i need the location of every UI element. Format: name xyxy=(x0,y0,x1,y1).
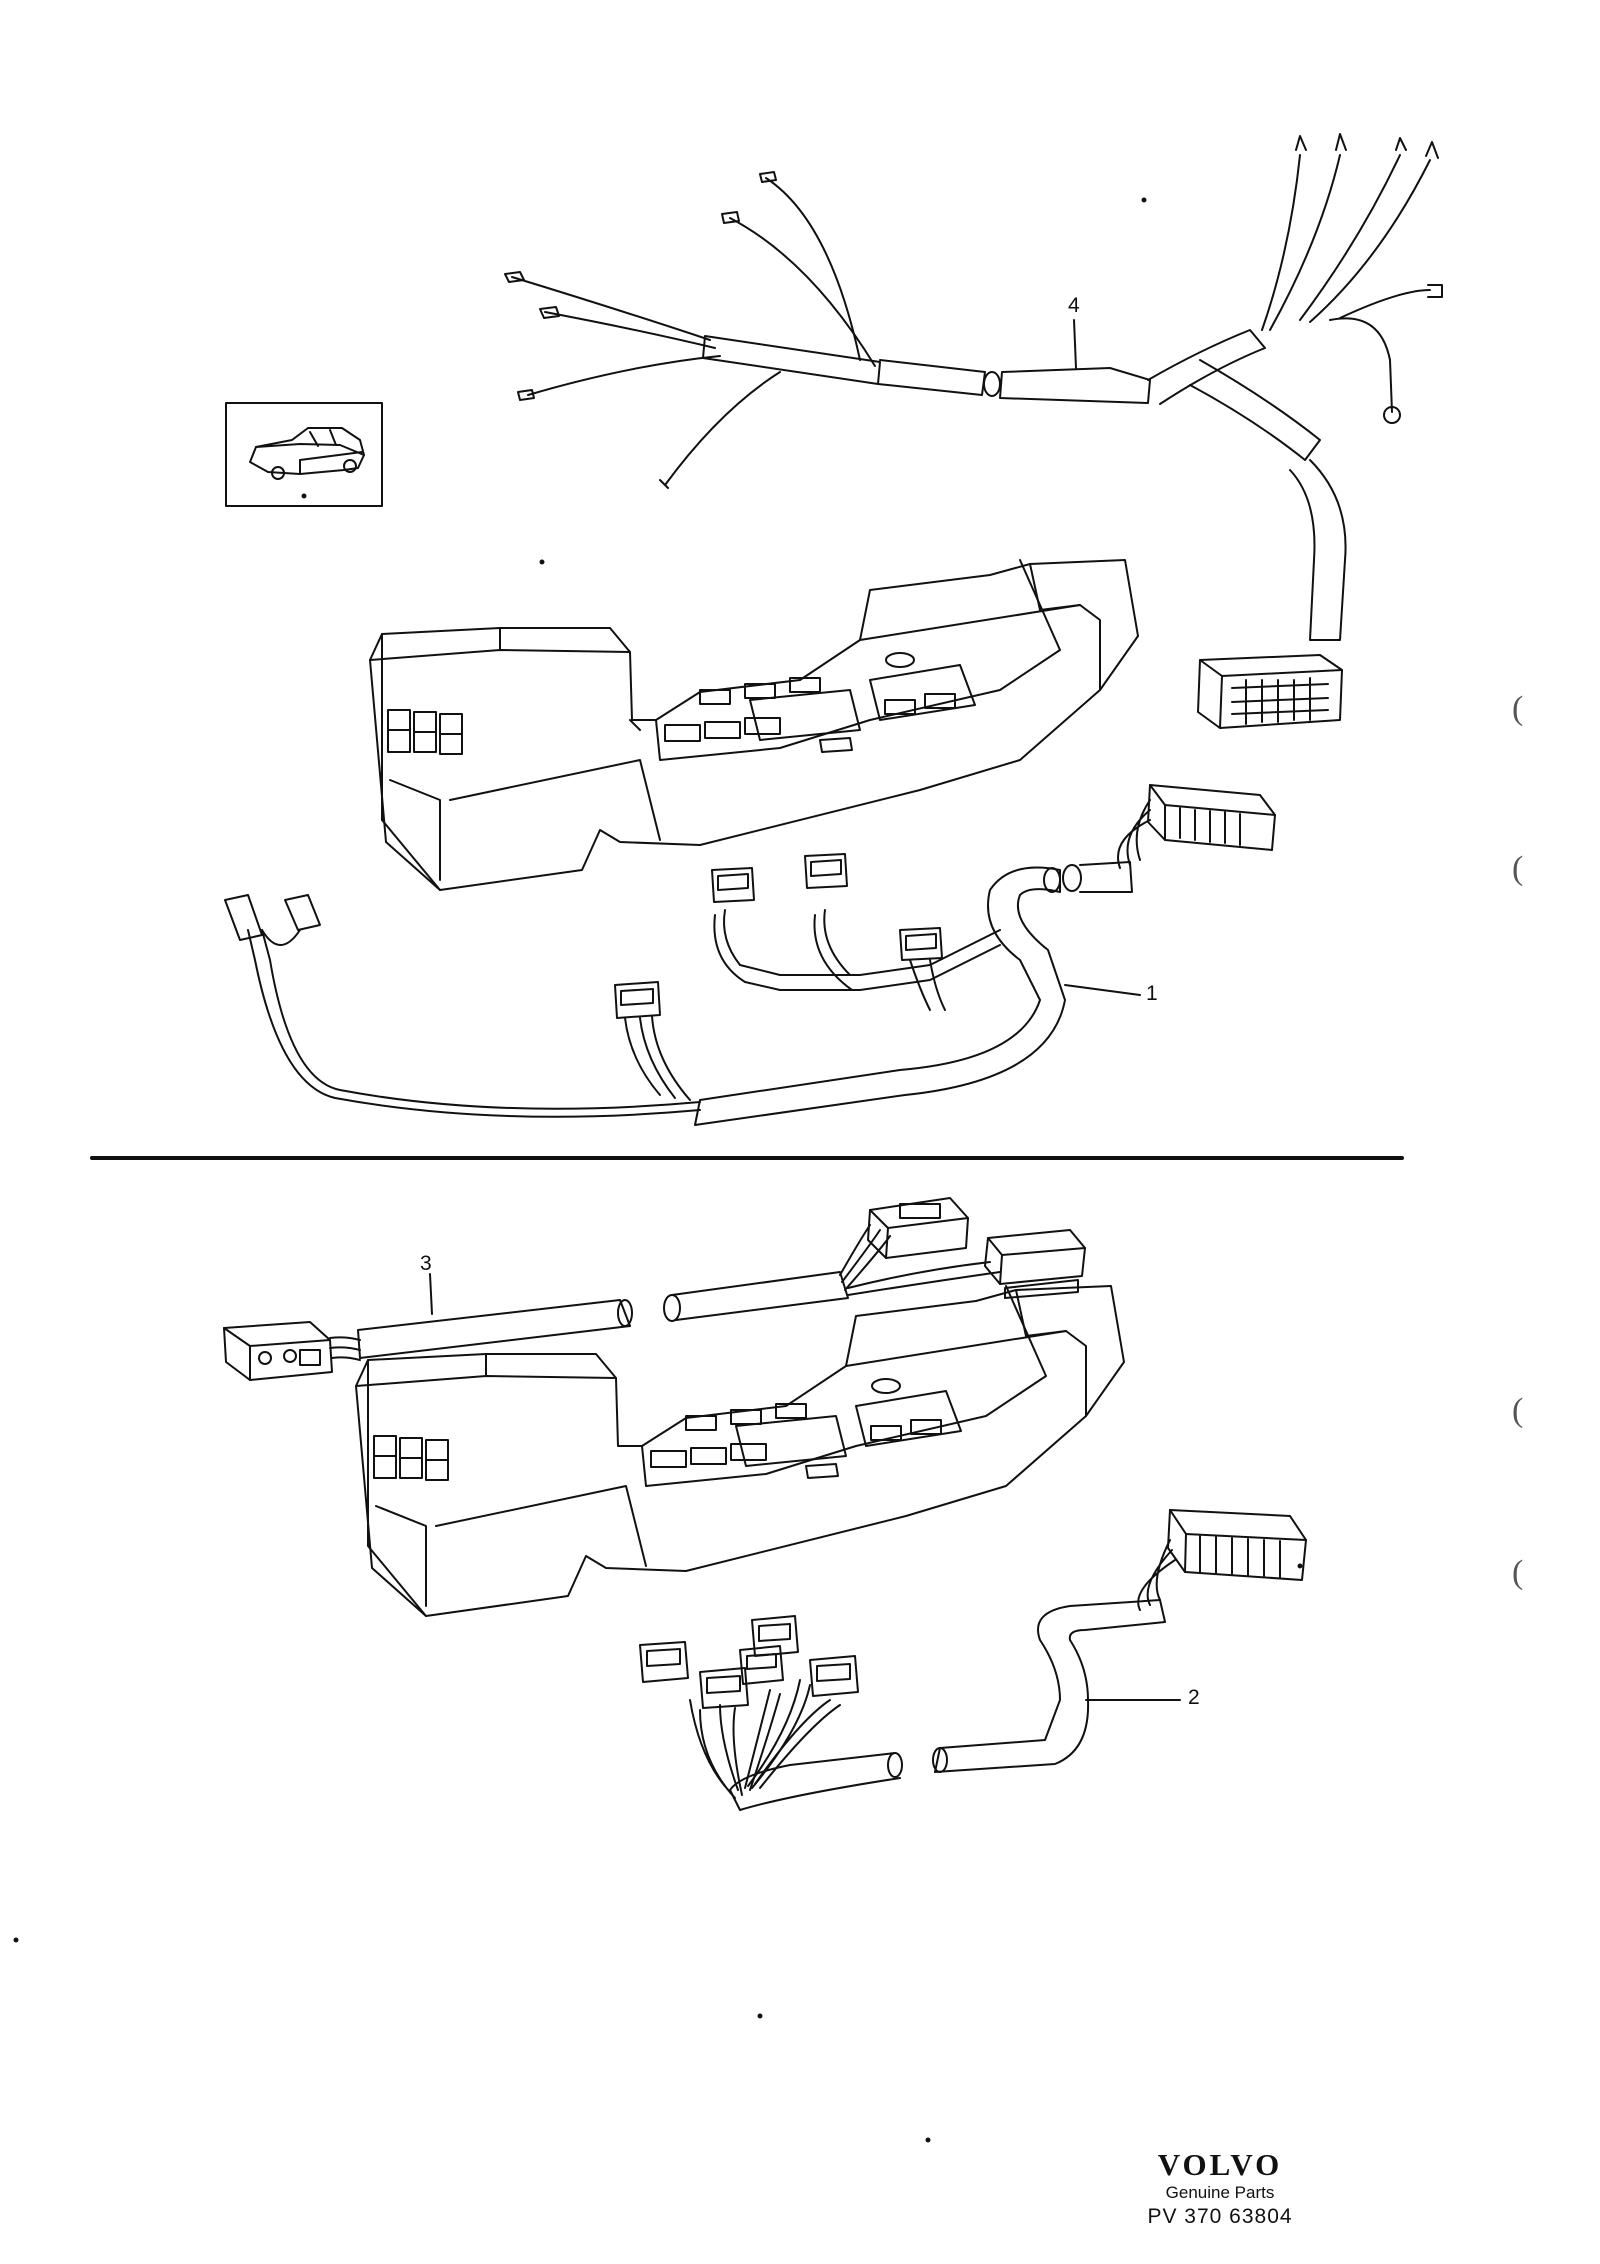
margin-mark: ( xyxy=(1512,850,1524,887)
harness-2 xyxy=(639,1509,1307,1811)
diagram-code: PV 370 63804 xyxy=(1147,2205,1293,2228)
brand-subtitle: Genuine Parts xyxy=(1165,2183,1275,2202)
center-console-lower xyxy=(355,1285,1125,1617)
callout-2: 2 xyxy=(1188,1686,1200,1709)
callout-4: 4 xyxy=(1068,294,1080,317)
harness-1 xyxy=(224,784,1276,1126)
center-console-upper xyxy=(369,559,1139,891)
margin-mark: ( xyxy=(1512,1554,1524,1591)
margin-mark: ( xyxy=(1512,690,1524,727)
harness-4 xyxy=(504,133,1443,729)
callout-1: 1 xyxy=(1146,982,1158,1005)
callout-3: 3 xyxy=(420,1252,432,1275)
harness-3 xyxy=(223,1197,1086,1381)
margin-mark: ( xyxy=(1512,1392,1524,1429)
brand-logo: VOLVO xyxy=(1157,2147,1283,2182)
callout-4-leader xyxy=(1073,319,1077,369)
vehicle-thumbnail xyxy=(225,402,383,507)
brand-block: VOLVO Genuine Parts PV 370 63804 xyxy=(1090,2148,1350,2230)
